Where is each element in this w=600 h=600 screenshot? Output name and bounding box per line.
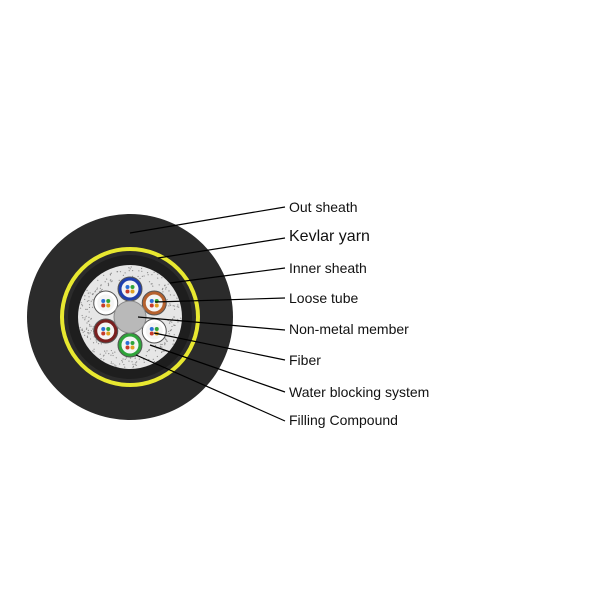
label-loose-tube: Loose tube <box>289 290 359 306</box>
fiber-strand <box>125 289 130 294</box>
loose-tube-green <box>117 332 143 358</box>
leader-line-out-sheath <box>129 206 286 234</box>
leader-line-filling-compound <box>135 354 286 422</box>
label-fiber: Fiber <box>289 352 321 368</box>
fiber-strand <box>149 299 154 303</box>
fiber-strand <box>149 303 154 308</box>
fiber-strand <box>125 345 130 350</box>
fiber-strand <box>130 341 135 345</box>
loose-tube-white-right <box>141 318 167 344</box>
loose-tubes-group <box>93 276 167 358</box>
fiber-strand <box>149 331 154 336</box>
fiber-strand <box>106 303 111 308</box>
label-out-sheath: Out sheath <box>289 199 358 215</box>
water-blocking-texture <box>79 266 182 368</box>
leader-line-inner-sheath <box>169 267 286 284</box>
loose-tube-blue <box>117 276 143 302</box>
fiber-strand <box>101 299 106 303</box>
loose-tube-white-left <box>93 290 119 316</box>
leader-line-loose-tube <box>154 297 286 303</box>
fiber-strand <box>154 327 159 331</box>
leader-line-non-metal-member <box>137 316 286 331</box>
fiber-strand <box>101 303 106 308</box>
fiber-strand <box>101 331 106 336</box>
leader-line-kevlar-yarn <box>157 237 286 259</box>
non-metal-member <box>113 300 147 334</box>
leader-line-water-blocking <box>149 344 286 393</box>
label-inner-sheath: Inner sheath <box>289 260 367 276</box>
fiber-strand <box>101 327 106 331</box>
fiber-strand <box>125 285 130 289</box>
label-water-blocking-system: Water blocking system <box>289 384 430 400</box>
label-filling-compound: Filling Compound <box>289 412 398 428</box>
fiber-strand <box>106 327 111 331</box>
leader-line-fiber <box>153 332 286 361</box>
kevlar-yarn-ring <box>60 247 200 387</box>
fiber-strand <box>154 303 159 308</box>
fiber-strand <box>106 331 111 336</box>
fiber-strand <box>130 345 135 350</box>
loose-tube-brown <box>93 318 119 344</box>
fiber-strand <box>149 327 154 331</box>
fiber-strand <box>106 299 111 303</box>
label-kevlar-yarn: Kevlar yarn <box>289 228 370 245</box>
fiber-strand <box>130 285 135 289</box>
fiber-strand <box>130 289 135 294</box>
label-non-metal-member: Non-metal member <box>289 321 409 337</box>
loose-tube-orange <box>141 290 167 316</box>
fiber-strand <box>125 341 130 345</box>
